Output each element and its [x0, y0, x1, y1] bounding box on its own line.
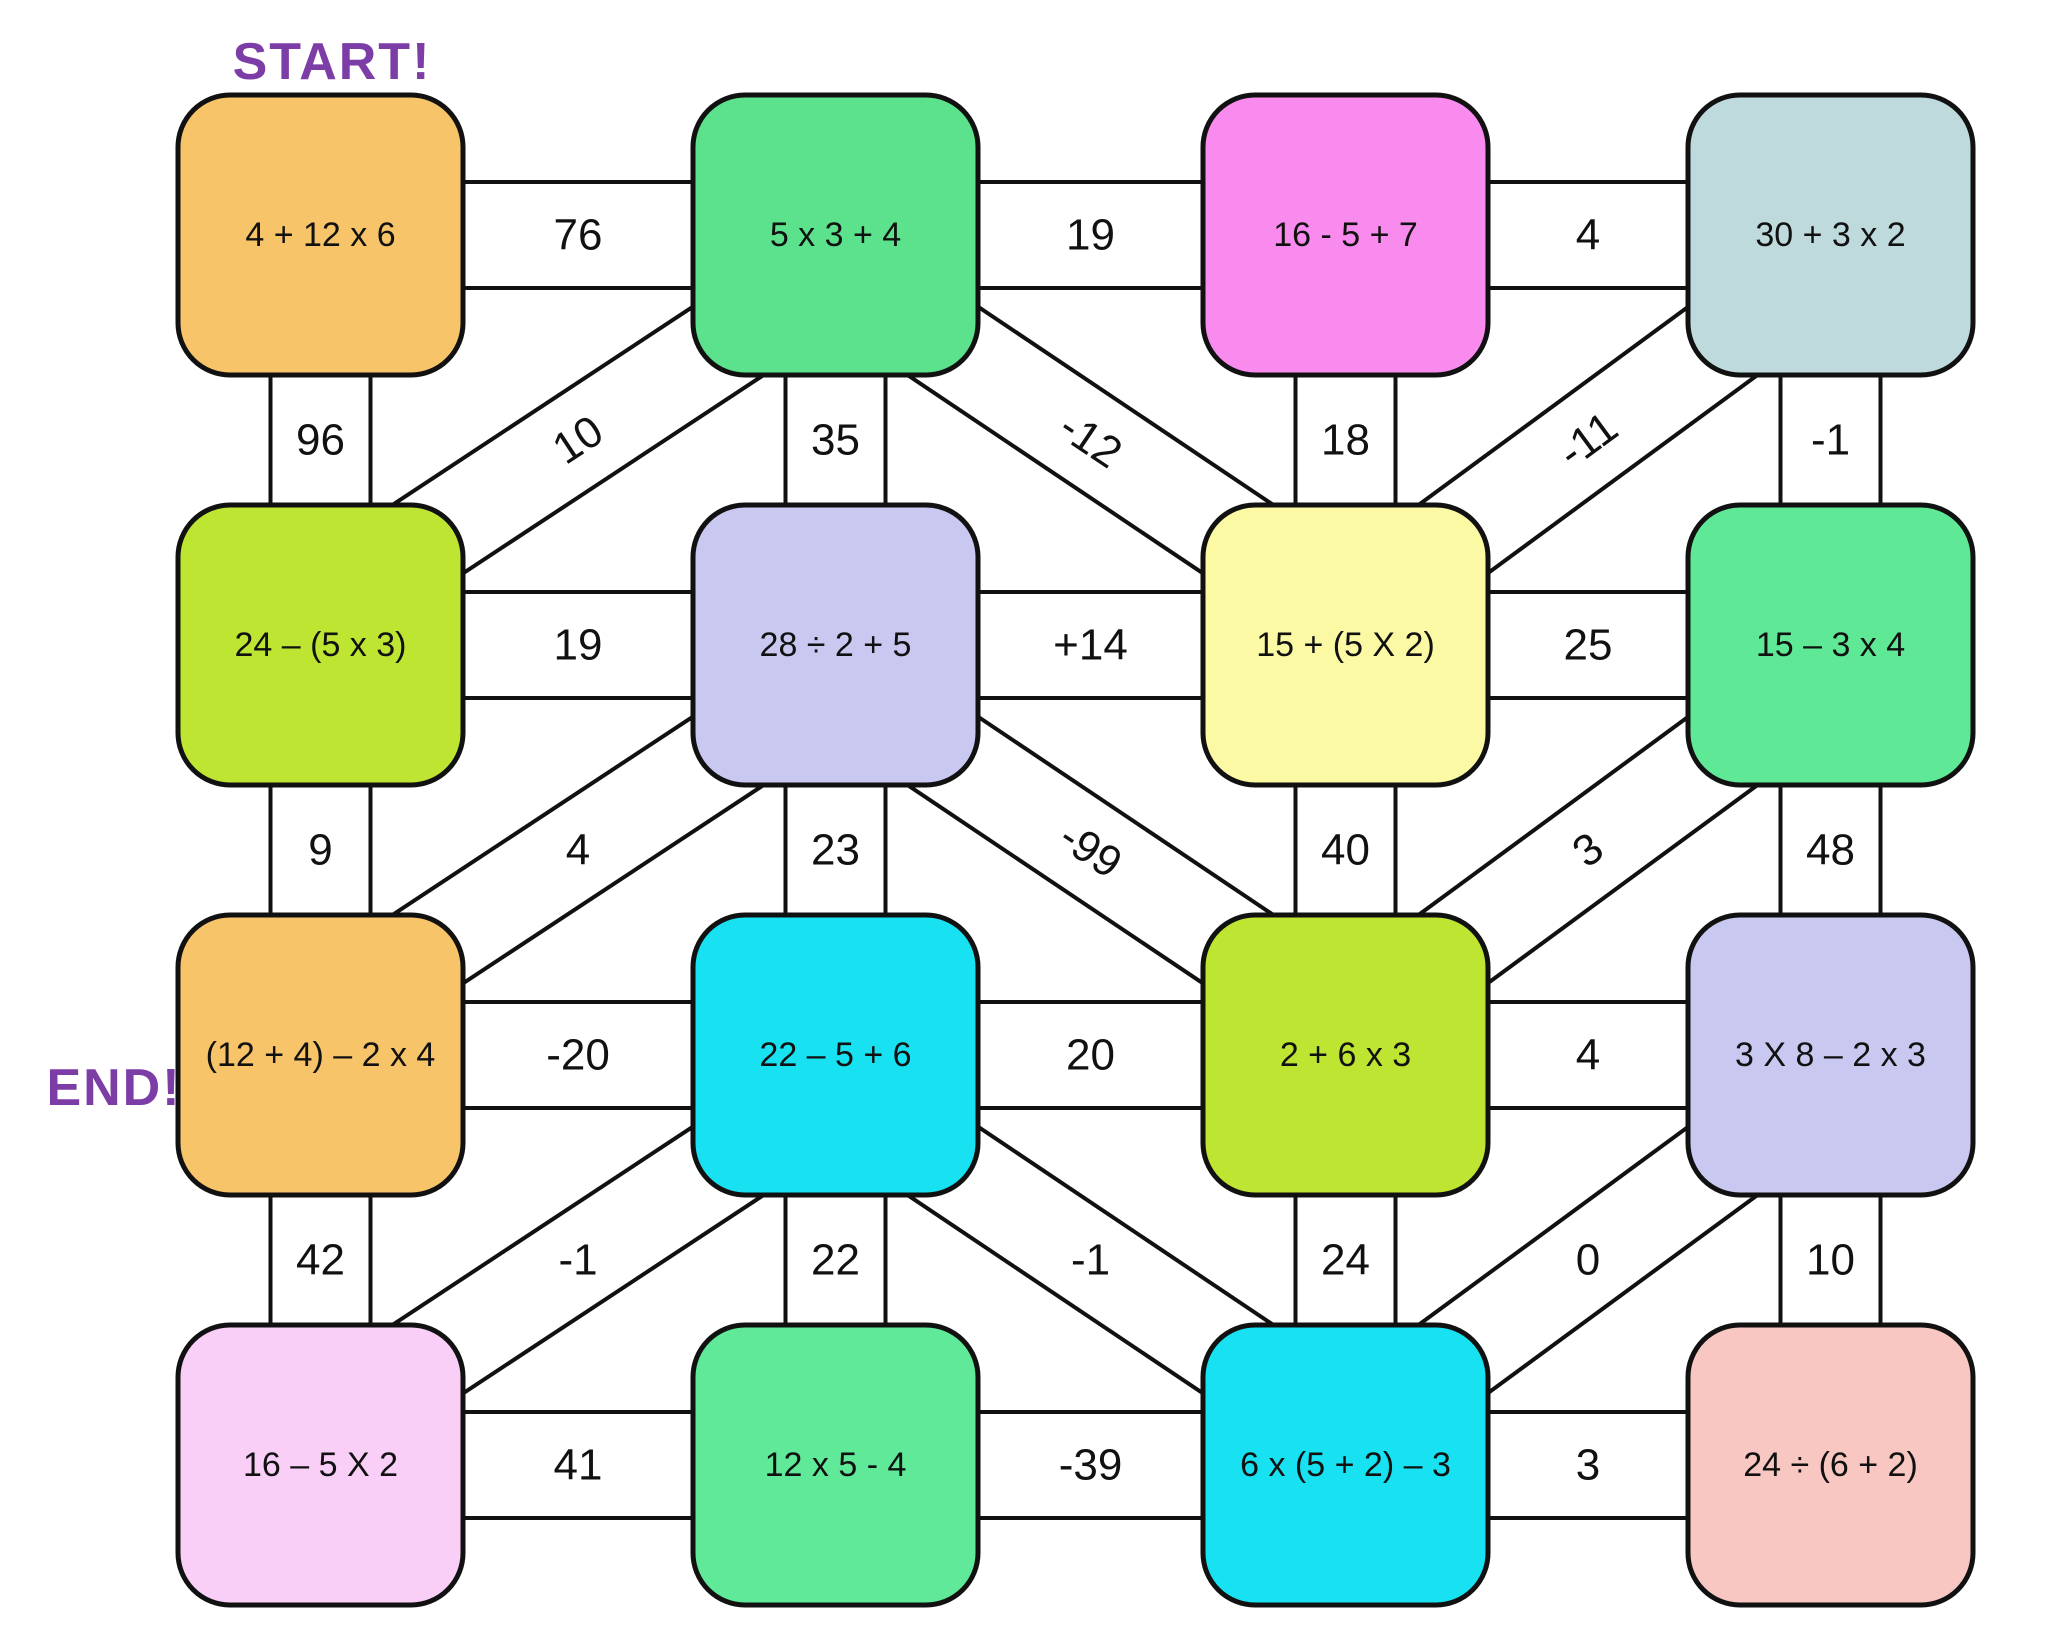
node-expression: (12 + 4) – 2 x 4 — [206, 1036, 436, 1074]
corridor-wall — [365, 686, 738, 934]
maze-node-r1c2 — [690, 92, 981, 378]
start-label: START! — [232, 33, 432, 91]
maze-node-r1c4 — [1685, 92, 1976, 378]
corridor-wall — [1390, 686, 1730, 937]
edge-label: 10 — [544, 406, 612, 474]
node-expression: 28 ÷ 2 + 5 — [760, 626, 912, 664]
edge-label: 22 — [811, 1236, 860, 1285]
maze-node-r1c1 — [175, 92, 466, 378]
edge-label: -1 — [1811, 416, 1850, 465]
edge-label: -20 — [546, 1031, 610, 1080]
edge-label: 4 — [1576, 1031, 1600, 1080]
edge-label: -12 — [1050, 402, 1130, 478]
node-expression: 6 x (5 + 2) – 3 — [1240, 1446, 1451, 1484]
maze-node-r4c2 — [690, 1322, 981, 1608]
maze-node-r1c3 — [1200, 92, 1491, 378]
edge-label: 42 — [296, 1236, 345, 1285]
edge-label: 4 — [566, 826, 590, 875]
edge-label: 19 — [554, 621, 603, 670]
edge-label: 0 — [1576, 1236, 1600, 1285]
edge-label: 76 — [554, 211, 603, 260]
corridor-wall — [418, 356, 791, 604]
edge-label: 24 — [1321, 1236, 1370, 1285]
edge-label: 40 — [1321, 826, 1370, 875]
edge-label: -39 — [1059, 1441, 1123, 1490]
edge-label: 23 — [811, 826, 860, 875]
node-expression: 16 - 5 + 7 — [1273, 216, 1418, 254]
maze-node-r4c4 — [1685, 1322, 1976, 1608]
edge-label: 3 — [1564, 823, 1613, 877]
corridor-wall — [880, 356, 1247, 604]
node-expression: 12 x 5 - 4 — [765, 1446, 907, 1484]
node-expression: 24 – (5 x 3) — [235, 626, 407, 664]
maze-node-r3c2 — [690, 912, 981, 1198]
edge-label: -1 — [1071, 1236, 1110, 1285]
node-expression: 15 – 3 x 4 — [1756, 626, 1905, 664]
corridor-wall — [1446, 763, 1786, 1014]
edge-label: 3 — [1576, 1441, 1600, 1490]
maze-node-r4c1 — [175, 1322, 466, 1608]
edge-label: 25 — [1564, 621, 1613, 670]
edge-label: 19 — [1066, 211, 1115, 260]
edge-label: 41 — [554, 1441, 603, 1490]
corridor-wall — [365, 1096, 738, 1344]
corridor-wall — [1390, 276, 1730, 527]
edge-label: 9 — [308, 826, 332, 875]
edge-label: 35 — [811, 416, 860, 465]
maze-node-r2c2 — [690, 502, 981, 788]
node-expression: 3 X 8 – 2 x 3 — [1735, 1036, 1926, 1074]
edge-label: 18 — [1321, 416, 1370, 465]
node-expression: 4 + 12 x 6 — [245, 216, 395, 254]
edge-label: -1 — [558, 1236, 597, 1285]
maze-node-r3c4 — [1685, 912, 1976, 1198]
node-expression: 30 + 3 x 2 — [1755, 216, 1905, 254]
edge-label: +14 — [1053, 621, 1128, 670]
edge-label: 4 — [1576, 211, 1600, 260]
corridor-wall — [1446, 1173, 1786, 1424]
corridor-wall — [934, 1096, 1301, 1344]
edge-label: -11 — [1549, 402, 1627, 477]
node-expression: 22 – 5 + 6 — [759, 1036, 911, 1074]
corridor-wall — [934, 276, 1301, 524]
corridor-wall — [880, 766, 1247, 1014]
node-expression: 15 + (5 X 2) — [1256, 626, 1435, 664]
maze-node-r2c3 — [1200, 502, 1491, 788]
corridor-wall — [934, 686, 1301, 934]
maze-node-r3c3 — [1200, 912, 1491, 1198]
corridor-wall — [1390, 1096, 1730, 1347]
corridor-wall — [418, 766, 791, 1014]
edge-label: -99 — [1050, 812, 1130, 888]
node-expression: 16 – 5 X 2 — [243, 1446, 398, 1484]
edge-label: 10 — [1806, 1236, 1855, 1285]
node-expression: 2 + 6 x 3 — [1280, 1036, 1411, 1074]
corridor-wall — [365, 276, 738, 524]
edge-label: 48 — [1806, 826, 1855, 875]
maze-node-r4c3 — [1200, 1322, 1491, 1608]
maze-node-r2c4 — [1685, 502, 1976, 788]
corridor-wall — [418, 1176, 791, 1424]
node-expression: 24 ÷ (6 + 2) — [1743, 1446, 1918, 1484]
end-label: END! — [46, 1059, 182, 1117]
corridor-wall — [880, 1176, 1247, 1424]
edge-label: 96 — [296, 416, 345, 465]
corridor-wall — [1446, 353, 1786, 604]
node-expression: 5 x 3 + 4 — [770, 216, 901, 254]
maze-node-r3c1 — [175, 912, 466, 1198]
edge-label: 20 — [1066, 1031, 1115, 1080]
maze-node-r2c1 — [175, 502, 466, 788]
